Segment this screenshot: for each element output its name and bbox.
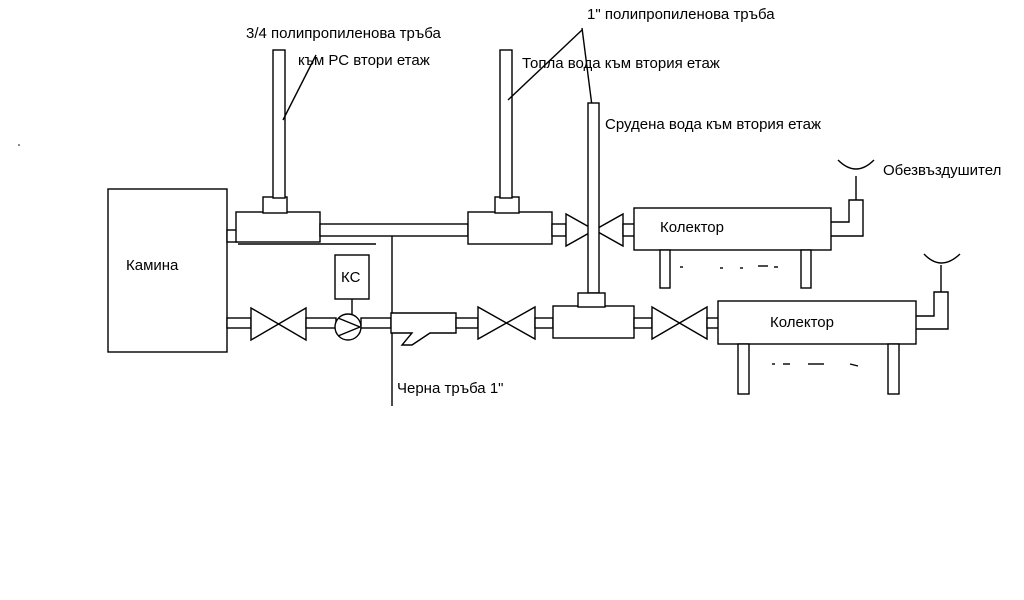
pipe-stub-valve-2-out — [534, 317, 554, 329]
riser-hot-water — [499, 49, 513, 199]
tee-fitting-left — [235, 211, 321, 243]
air-vent-pipe-lower — [916, 291, 949, 330]
leader-pipe-1in-a — [507, 29, 583, 101]
valve-lower-3 — [651, 305, 708, 341]
collector-lower-dashes — [772, 363, 859, 367]
collector-lower-leg-left — [737, 343, 750, 395]
ks-box — [334, 254, 370, 300]
label-cold-water: Срудена вода към втория етаж — [605, 116, 821, 133]
valve-lower-2 — [477, 305, 536, 341]
strainer-filter — [390, 312, 457, 346]
air-vent-pipe-upper — [831, 199, 864, 237]
collector-lower-box — [717, 300, 917, 345]
horizontal-pipe-upper — [319, 223, 469, 237]
pipe-stub-valve-3-out — [706, 317, 720, 329]
leader-pipe-1in-b — [581, 27, 593, 107]
collector-upper-box — [633, 207, 832, 251]
collector-lower-leg-right — [887, 343, 900, 395]
pipe-stub-valve-2-in — [455, 317, 479, 329]
collector-lower-label: Колектор — [770, 314, 834, 331]
riser-cold-water — [587, 102, 600, 294]
pump-arrow-top — [337, 317, 361, 328]
black-pipe-label: Черна тръба 1" — [397, 380, 504, 397]
collector-upper-dashes — [680, 265, 778, 269]
collector-upper-leg-right — [800, 249, 812, 289]
tee-fitting-middle — [467, 211, 553, 245]
pump-arrow-bottom — [337, 326, 361, 337]
stray-dot — [18, 144, 20, 146]
pipe-stub-pump-out — [360, 317, 392, 329]
pipe-stub-pump-in — [305, 317, 337, 329]
label-pipe-34-line1: 3/4 полипропиленова тръба — [246, 25, 441, 42]
air-vent-lower-icon — [923, 253, 961, 264]
ks-label: КС — [341, 269, 361, 286]
tee-branch-lower — [577, 292, 606, 308]
riser-pipe-34 — [272, 49, 286, 199]
collector-upper-leg-left — [659, 249, 671, 289]
fireplace-label: Камина — [126, 257, 179, 274]
label-air-vent: Обезвъздушител — [883, 162, 1001, 179]
tee-branch-left — [262, 196, 288, 214]
air-vent-upper-icon — [837, 159, 875, 170]
valve-lower-1 — [250, 306, 307, 342]
pipe-stub-valve-3-in — [633, 317, 653, 329]
label-hot-water: Топла вода към втория етаж — [522, 55, 720, 72]
pipe-stub-valve-upper-in — [551, 223, 567, 237]
collector-upper-label: Колектор — [660, 219, 724, 236]
pipe-stub-valve-upper-out — [622, 223, 636, 237]
label-pipe-1in: 1" полипропиленова тръба — [587, 6, 775, 23]
pipe-stub-fireplace-lower — [226, 317, 252, 329]
tee-fitting-lower — [552, 305, 635, 339]
tee-branch-middle — [494, 196, 520, 214]
label-pipe-34-line2: към РС втори етаж — [298, 52, 430, 69]
leader-pipe-34 — [282, 54, 317, 121]
fireplace-box — [107, 188, 228, 353]
